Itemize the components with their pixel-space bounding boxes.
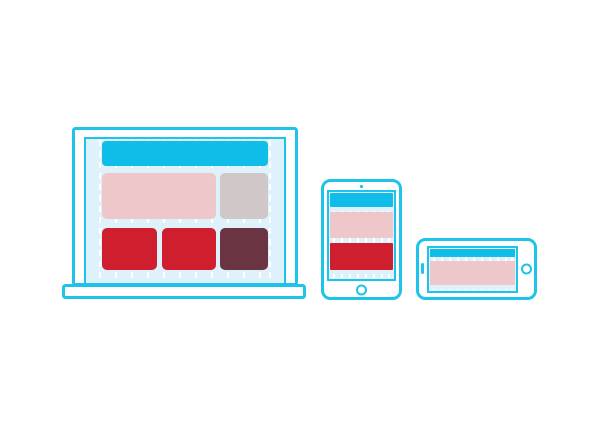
laptop-base: [62, 284, 306, 299]
tablet-card-block: [330, 243, 393, 270]
phone-hero-block: [430, 261, 515, 285]
laptop-card-block-3: [220, 228, 268, 270]
phone-header-block: [430, 249, 515, 257]
laptop-card-block-2: [162, 228, 216, 270]
phone-device: [416, 238, 537, 300]
tablet-header-block: [330, 193, 393, 207]
tablet-camera-icon: [359, 184, 364, 189]
laptop-card-block-1: [102, 228, 157, 270]
tablet-home-button-icon: [356, 284, 367, 296]
laptop-device: [62, 127, 306, 299]
laptop-header-block: [102, 141, 268, 166]
tablet-hero-block: [330, 212, 393, 238]
phone-speaker-icon: [421, 263, 424, 274]
tablet-device: [321, 179, 402, 300]
phone-home-button-icon: [521, 263, 532, 275]
laptop-sidebar-block: [220, 173, 268, 219]
laptop-hero-block: [102, 173, 216, 219]
